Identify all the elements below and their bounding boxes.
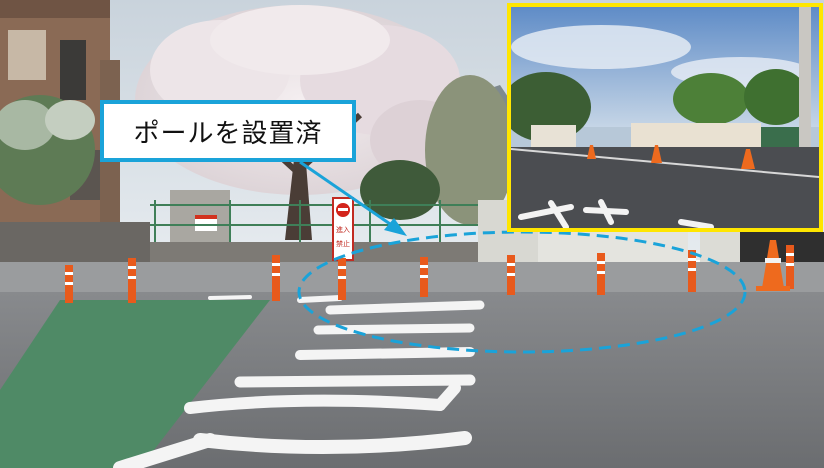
inset-tree xyxy=(744,69,808,125)
bollard xyxy=(420,257,428,297)
inset-wall xyxy=(531,125,576,147)
bollard xyxy=(65,265,73,303)
road-markings xyxy=(113,295,485,468)
traffic-cone xyxy=(756,240,790,291)
callout-label: ポールを設置済 xyxy=(133,118,323,149)
sign-text-top: 進入 xyxy=(336,225,350,234)
bollard xyxy=(507,255,515,295)
sidewalk xyxy=(0,262,824,292)
highlight-ellipse xyxy=(297,230,747,354)
bollard xyxy=(597,253,605,295)
inset-cones xyxy=(587,145,755,169)
bollard xyxy=(272,255,280,301)
inset-road xyxy=(511,147,819,228)
inset-tree xyxy=(673,73,749,125)
callout-box: ポールを設置済 xyxy=(100,100,356,162)
inset-tree xyxy=(511,72,591,142)
callout-arrow xyxy=(299,160,407,236)
inset-fence xyxy=(761,127,806,149)
bollard xyxy=(786,245,794,289)
bollard xyxy=(128,258,136,303)
shrub xyxy=(0,95,95,205)
inset-photo xyxy=(507,3,823,232)
inset-cloud xyxy=(511,25,691,69)
bollard xyxy=(688,250,696,292)
inset-road-markings xyxy=(518,199,714,228)
fence xyxy=(150,200,480,245)
green-lane xyxy=(0,300,270,468)
sign-text-bottom: 禁止 xyxy=(336,239,350,248)
bollard xyxy=(338,258,346,300)
shed xyxy=(170,190,230,250)
inset-pole xyxy=(799,7,811,167)
inset-scene xyxy=(511,7,819,228)
tree-right xyxy=(425,75,515,225)
inset-road-line xyxy=(511,148,819,178)
bollards xyxy=(65,245,794,303)
